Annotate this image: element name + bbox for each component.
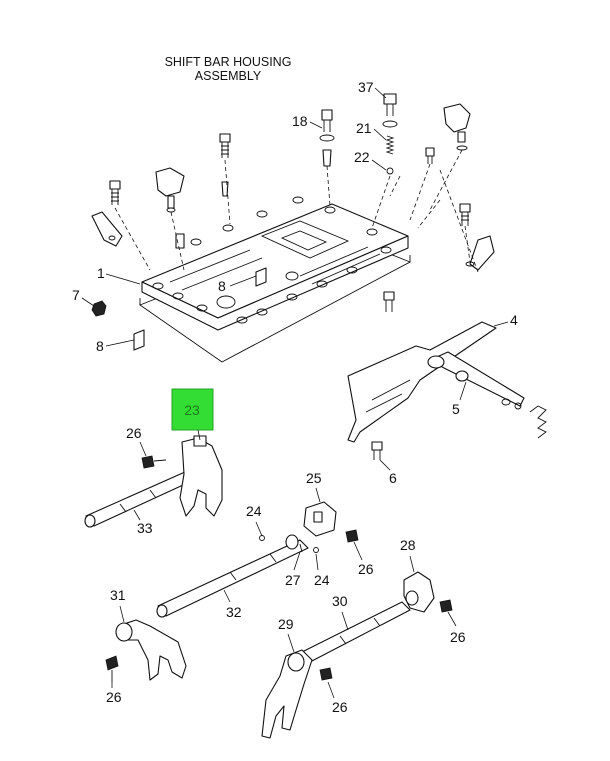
callout-24-b: 24 xyxy=(314,572,330,588)
callout-21: 21 xyxy=(356,120,372,136)
callout-8-upper: 8 xyxy=(218,278,226,294)
callout-27: 27 xyxy=(285,572,301,588)
callout-26-c: 26 xyxy=(450,629,466,645)
callout-30: 30 xyxy=(332,593,348,609)
shift-bar-housing xyxy=(139,196,412,363)
shift-fork-31 xyxy=(115,619,187,681)
callout-26-b: 26 xyxy=(358,561,374,577)
callout-5: 5 xyxy=(452,401,460,417)
callout-6: 6 xyxy=(389,470,397,486)
shift-fork-29 xyxy=(261,649,313,739)
callouts: 37 18 21 22 1 7 8 8 4 5 6 26 33 24 25 26 xyxy=(72,79,518,715)
set-screw-26e xyxy=(319,667,333,681)
housing-fasteners xyxy=(91,93,495,351)
callout-18: 18 xyxy=(292,113,308,129)
diagram-title-line1: SHIFT BAR HOUSING xyxy=(165,55,292,69)
callout-28: 28 xyxy=(400,537,416,553)
callout-1: 1 xyxy=(97,265,105,281)
callout-4: 4 xyxy=(510,312,518,328)
callout-7: 7 xyxy=(72,287,80,303)
shift-rod-assembly xyxy=(427,351,547,439)
callout-37: 37 xyxy=(358,79,374,95)
callout-31: 31 xyxy=(110,587,126,603)
callout-32: 32 xyxy=(226,604,242,620)
housing-bolt-bosses xyxy=(152,196,392,324)
callout-8-lower: 8 xyxy=(96,338,104,354)
callout-33: 33 xyxy=(137,520,153,536)
shift-bar-30 xyxy=(301,571,435,663)
callout-26-a: 26 xyxy=(126,425,142,441)
shift-bar-32 xyxy=(156,501,337,618)
callout-26-d: 26 xyxy=(106,689,122,705)
diagram-title-line2: ASSEMBLY xyxy=(195,69,262,83)
callout-26-e: 26 xyxy=(332,699,348,715)
callout-22: 22 xyxy=(354,149,370,165)
callout-29: 29 xyxy=(278,616,294,632)
highlighted-part-23[interactable] xyxy=(171,388,214,431)
shield-screw xyxy=(371,441,383,460)
callout-25: 25 xyxy=(306,470,322,486)
set-screw-26c xyxy=(105,655,119,682)
set-screw-26b xyxy=(345,529,359,543)
shift-rail-shield xyxy=(347,321,497,443)
shift-bar-33 xyxy=(84,435,223,528)
set-screw-26a xyxy=(141,455,167,469)
callout-24-a: 24 xyxy=(246,503,262,519)
set-screw-26d xyxy=(439,599,453,613)
callout-23[interactable]: 23 xyxy=(184,402,200,418)
